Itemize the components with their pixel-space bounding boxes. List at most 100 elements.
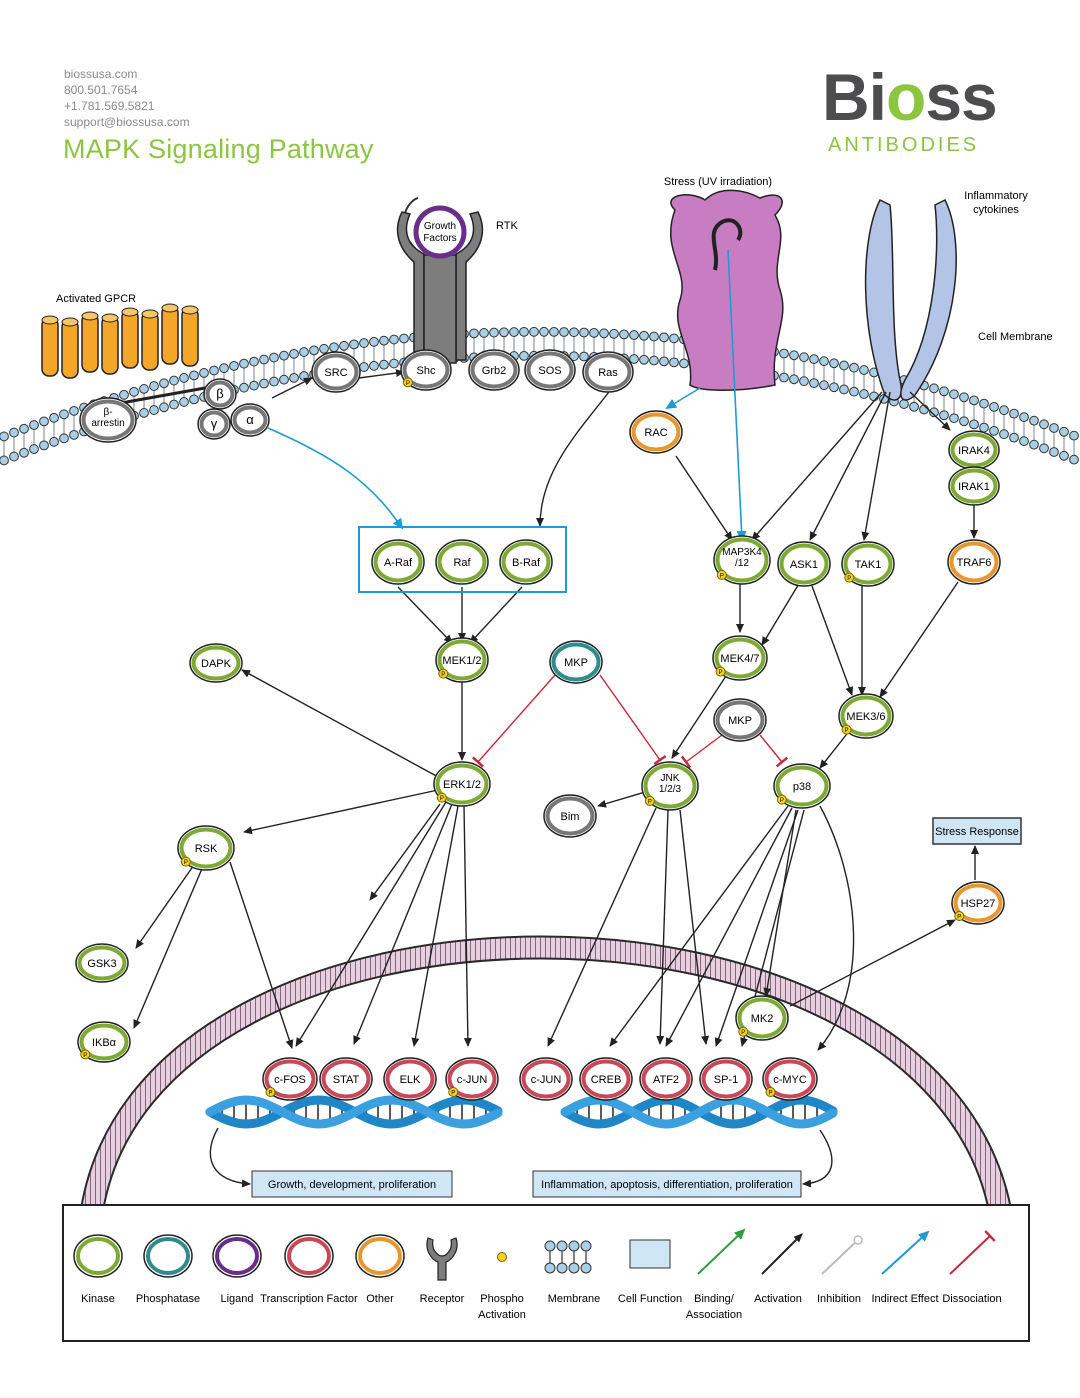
erk-to-rsk [243, 789, 439, 835]
p38-to-mk2 [763, 809, 797, 997]
arrestin-node[interactable]: β-arrestin [79, 397, 137, 443]
nucleus-envelope [80, 935, 1012, 1213]
arrestin-node-label: β- [103, 407, 112, 418]
bim-node[interactable]: Bim [543, 794, 597, 838]
rac-to-map3k4 [675, 455, 733, 541]
rac-node-label: RAC [644, 427, 667, 439]
dna-to-growth [209, 1127, 251, 1188]
mkp-node-1[interactable]: MKP [549, 640, 603, 684]
logo-subtext: ANTIBODIES [828, 134, 980, 156]
legend-receptor-label: Receptor [420, 1293, 465, 1305]
dapk-node[interactable]: DAPK [189, 643, 243, 683]
legend-cell-function-icon [629, 1239, 671, 1269]
raf-node[interactable]: Raf [435, 539, 489, 585]
map3k4-node-label: MAP3K4 [722, 547, 762, 558]
raf-node-label: Raf [453, 557, 471, 569]
bim-node-label: Bim [561, 811, 580, 823]
mek47-node[interactable]: MEK4/7P [712, 635, 768, 681]
svg-text:P: P [769, 1091, 773, 1097]
cjun-node-2[interactable]: c-JUN [519, 1057, 573, 1101]
growth-factors-label-2: Factors [423, 233, 456, 244]
support-email-text[interactable]: support@biossusa.com [64, 115, 190, 129]
legend-binding-label: Binding/ [694, 1293, 735, 1305]
arrestin-node-label: arrestin [91, 418, 124, 429]
sos-node[interactable]: SOS [524, 349, 576, 391]
map3k4-node[interactable]: MAP3K4/12P [713, 535, 771, 585]
rsk-to-cfos [229, 861, 294, 1049]
cyt-to-map3k4 [751, 391, 883, 541]
svg-text:P: P [780, 798, 784, 804]
mek36-node[interactable]: MEK3/6P [838, 693, 894, 739]
gamma-node[interactable]: γ [197, 408, 231, 440]
stat-node[interactable]: STAT [319, 1057, 373, 1101]
mkp-node-2[interactable]: MKP [713, 698, 767, 742]
legend-cell-function-label: Cell Function [618, 1293, 682, 1305]
src-node[interactable]: SRC [311, 351, 361, 393]
mkp-dissoc-erk [471, 674, 556, 768]
legend-phosphatase-label: Phosphatase [136, 1293, 200, 1305]
p38-to-creb [609, 805, 789, 1047]
traf6-node[interactable]: TRAF6 [947, 539, 1001, 585]
irak1-node[interactable]: IRAK1 [948, 466, 1000, 506]
legend-binding-label: Association [686, 1309, 742, 1321]
p38-node-label: p38 [793, 781, 811, 793]
svg-text:P: P [440, 796, 444, 802]
elk-node-label: ELK [400, 1074, 421, 1086]
elk-node[interactable]: ELK [383, 1057, 437, 1101]
alpha-node[interactable]: α [230, 403, 270, 437]
cjun-node-1-phospho-icon [448, 1087, 459, 1098]
braf-to-mek [469, 586, 523, 644]
cyt-to-ask1 [809, 391, 887, 541]
src-node-label: SRC [324, 367, 347, 379]
cyt-to-irak4 [909, 391, 951, 431]
rtk-receptor: Growth Factors [396, 197, 484, 364]
grb2-node[interactable]: Grb2 [468, 349, 520, 391]
gsk3-node[interactable]: GSK3 [75, 943, 129, 983]
rac-node[interactable]: RAC [629, 410, 683, 454]
araf-node[interactable]: A-Raf [371, 539, 425, 585]
cfos-node-phospho-icon [265, 1087, 276, 1098]
inflammatory-label: Inflammatory [964, 190, 1028, 202]
stress-uv-label: Stress (UV irradiation) [664, 176, 772, 188]
legend-receptor-icon [426, 1237, 458, 1281]
beta-node[interactable]: β [203, 378, 237, 410]
gpcr-receptor [41, 303, 206, 407]
mek12-node[interactable]: MEK1/2P [435, 637, 489, 683]
erk-to-stat [353, 803, 453, 1045]
creb-node-label: CREB [591, 1074, 622, 1086]
ask1-node[interactable]: ASK1 [777, 541, 831, 587]
inflammatory-label-2: cytokines [973, 204, 1019, 216]
creb-node[interactable]: CREB [579, 1057, 633, 1101]
braf-node-label: B-Raf [512, 557, 541, 569]
irak4-node-label: IRAK4 [958, 445, 990, 457]
growth-text: Growth, development, proliferation [268, 1179, 436, 1191]
legend-tf-label: Transcription Factor [260, 1293, 358, 1305]
cjun-node-1-label: c-JUN [457, 1074, 488, 1086]
inflammation-box: Inflammation, apoptosis, differentiation… [532, 1170, 802, 1198]
shc-node-label: Shc [417, 365, 436, 377]
sp1-node[interactable]: SP-1 [699, 1057, 753, 1101]
atf2-node[interactable]: ATF2 [639, 1057, 693, 1101]
irak4-node[interactable]: IRAK4 [948, 430, 1000, 470]
legend-phospho-icon [497, 1252, 507, 1262]
sos-node-label: SOS [538, 365, 561, 377]
stress-response-box: Stress Response [932, 817, 1022, 845]
page-title: MAPK Signaling Pathway [63, 134, 374, 164]
website-text[interactable]: biossusa.com [64, 67, 138, 81]
erk12-node[interactable]: ERK1/2P [433, 761, 491, 807]
ras-node[interactable]: Ras [582, 351, 634, 393]
braf-node[interactable]: B-Raf [499, 539, 553, 585]
svg-text:P: P [847, 576, 851, 582]
